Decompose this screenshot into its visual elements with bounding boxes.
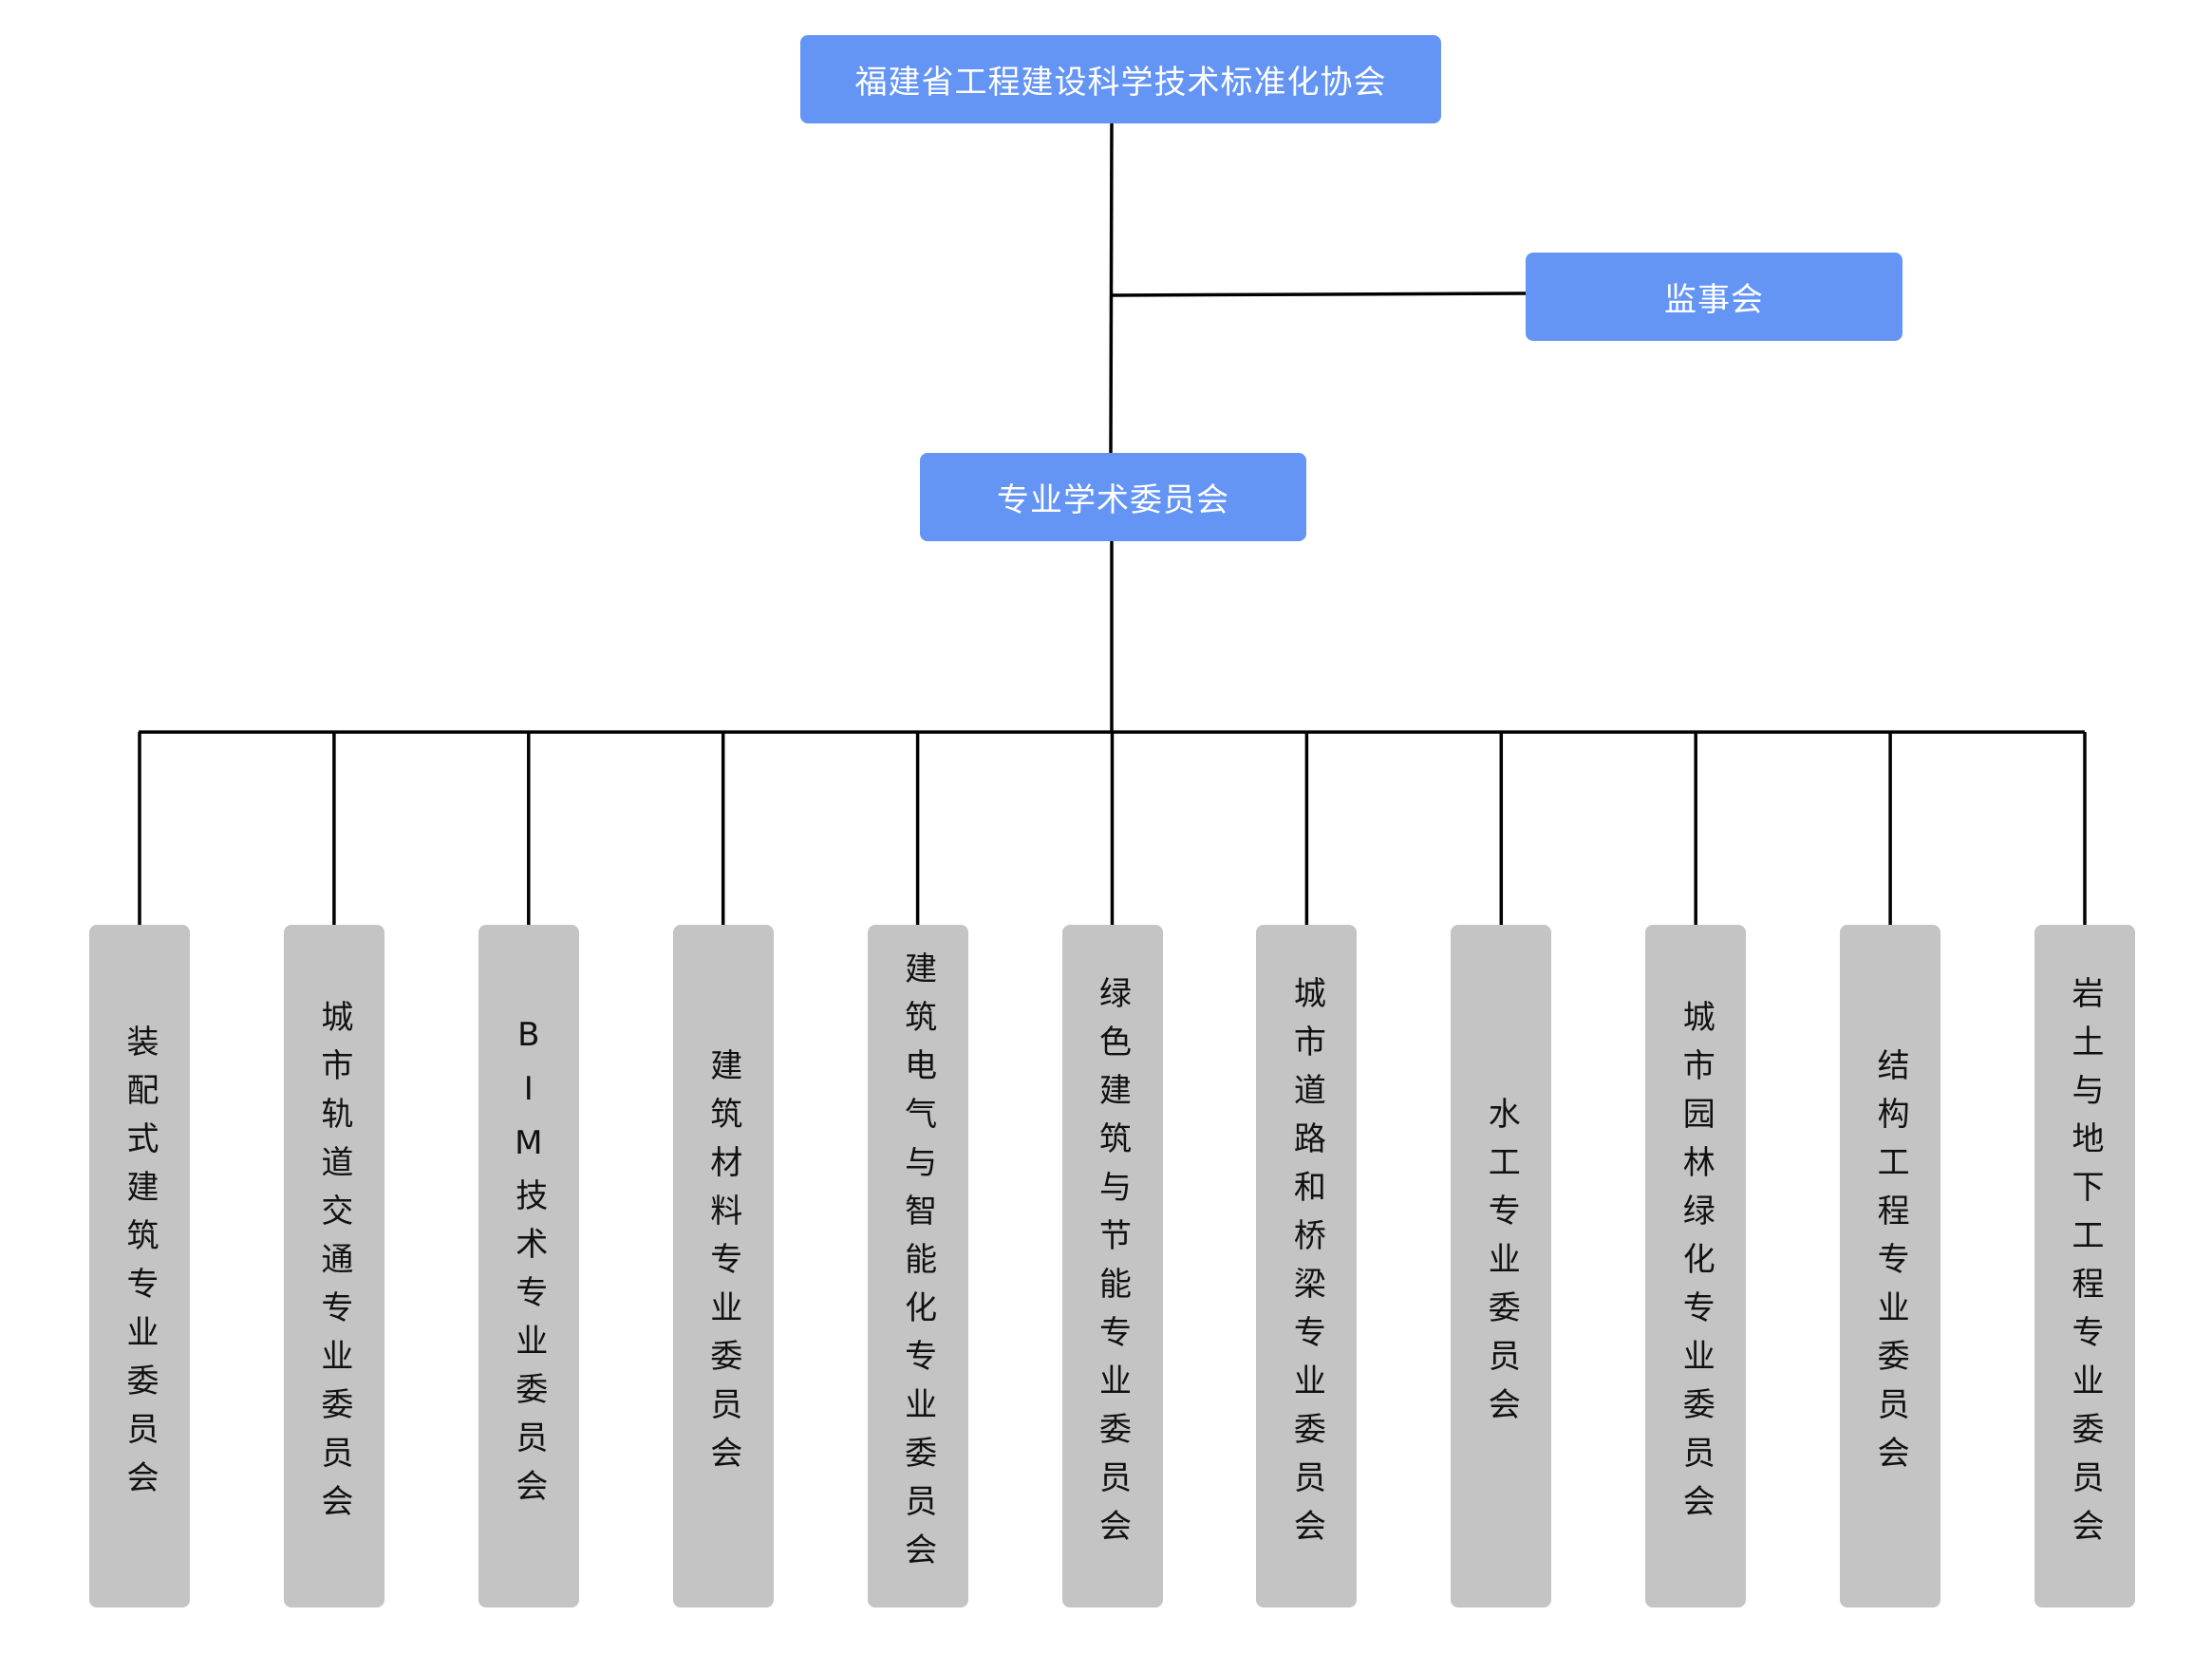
committee-node-11[interactable]: 岩土与地下工程专业委员会 bbox=[2034, 925, 2135, 1607]
committee-label: 建筑电气与智能化专业委员会 bbox=[898, 951, 937, 1581]
committee-node-2[interactable]: 城市轨道交通专业委员会 bbox=[283, 925, 384, 1607]
committee-label: BIM技术专业委员会 bbox=[509, 1015, 548, 1517]
committee-label: 结构工程专业委员会 bbox=[1871, 1048, 1910, 1484]
committee-node-7[interactable]: 城市道路和桥梁专业委员会 bbox=[1256, 925, 1358, 1607]
committee-label: 城市园林绿化专业委员会 bbox=[1677, 1000, 1715, 1532]
committee-node-10[interactable]: 结构工程专业委员会 bbox=[1840, 925, 1941, 1607]
committee-node-5[interactable]: 建筑电气与智能化专业委员会 bbox=[867, 925, 968, 1607]
supervisory-board-label: 监事会 bbox=[1664, 281, 1764, 319]
committee-label: 绿色建筑与节能专业委员会 bbox=[1093, 975, 1132, 1557]
root-node[interactable]: 福建省工程建设科学技术标准化协会 bbox=[800, 35, 1441, 123]
committee-label: 岩土与地下工程专业委员会 bbox=[2066, 975, 2104, 1557]
committee-label: 水工专业委员会 bbox=[1482, 1097, 1521, 1436]
committee-node-9[interactable]: 城市园林绿化专业委员会 bbox=[1645, 925, 1747, 1607]
connector-side-branch bbox=[1111, 291, 1528, 297]
committee-label: 建筑材料专业委员会 bbox=[703, 1048, 742, 1484]
academic-committee-node[interactable]: 专业学术委员会 bbox=[920, 453, 1306, 541]
root-node-label: 福建省工程建设科学技术标准化协会 bbox=[854, 64, 1387, 102]
connector-root-trunk bbox=[1109, 122, 1114, 455]
connector-drops bbox=[138, 732, 2087, 925]
academic-committee-label: 专业学术委员会 bbox=[997, 481, 1229, 519]
committee-label: 城市道路和桥梁专业委员会 bbox=[1287, 975, 1326, 1557]
committee-node-4[interactable]: 建筑材料专业委员会 bbox=[672, 925, 774, 1607]
committee-node-1[interactable]: 装配式建筑专业委员会 bbox=[89, 925, 190, 1607]
committee-node-3[interactable]: BIM技术专业委员会 bbox=[478, 925, 579, 1607]
committee-node-6[interactable]: 绿色建筑与节能专业委员会 bbox=[1061, 925, 1163, 1607]
committee-node-8[interactable]: 水工专业委员会 bbox=[1451, 925, 1552, 1607]
committee-label: 城市轨道交通专业委员会 bbox=[314, 1000, 353, 1532]
committee-label: 装配式建筑专业委员会 bbox=[121, 1024, 159, 1509]
supervisory-board-node[interactable]: 监事会 bbox=[1526, 253, 1903, 341]
